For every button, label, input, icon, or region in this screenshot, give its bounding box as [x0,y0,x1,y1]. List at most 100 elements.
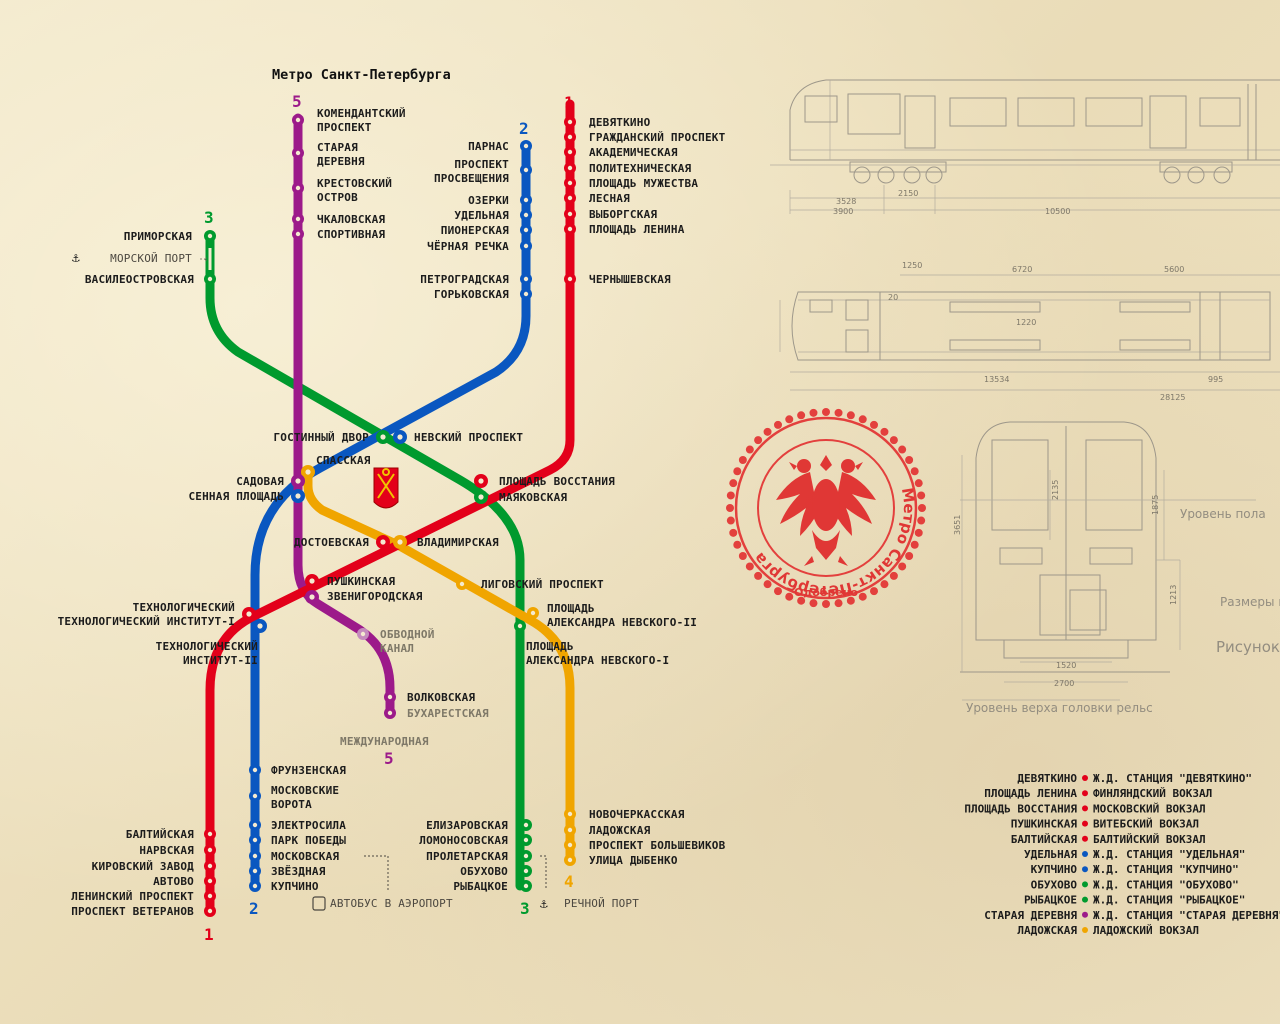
station-label-komendantsky[interactable]: КОМЕНДАНТСКИЙ [317,107,406,120]
station-label-mayakovskaya[interactable]: МАЯКОВСКАЯ [499,491,567,504]
station-label-volkovskaya[interactable]: ВОЛКОВСКАЯ [407,691,475,704]
station-label-pl-an-1[interactable]: АЛЕКСАНДРА НЕВСКОГО-I [526,654,669,667]
blueprint-dim-10500: 10500 [1045,207,1070,216]
station-label-pl-an-1-top[interactable]: ПЛОЩАДЬ [526,640,574,653]
station-dot-centre [252,868,258,874]
station-label-prospekt[interactable]: ПРОСПЕКТ [454,158,509,171]
station-label-obukhovo[interactable]: ОБУХОВО [460,865,508,878]
station-label-ploshchad-lenina[interactable]: ПЛОЩАДЬ ЛЕНИНА [589,223,685,236]
station-label-sennaya-ploshchad[interactable]: СЕННАЯ ПЛОЩАДЬ [188,490,284,503]
station-label-frunzenskaya[interactable]: ФРУНЗЕНСКАЯ [271,764,346,777]
station-label-baltiyskaya[interactable]: БАЛТИЙСКАЯ [126,828,194,841]
station-label-ploshchad-vosstaniya[interactable]: ПЛОЩАДЬ ВОССТАНИЯ [499,475,615,488]
blueprint-figure-label: Рисунок [1216,638,1280,656]
station-label-prospekt-veteranov[interactable]: ПРОСПЕКТ ВЕТЕРАНОВ [71,905,194,918]
legend-line-dot [1082,911,1088,918]
station-label-leninsky-prospekt[interactable]: ЛЕНИНСКИЙ ПРОСПЕКТ [71,890,194,903]
station-label-gorkovskaya[interactable]: ГОРЬКОВСКАЯ [434,288,509,301]
station-label-moskovskaya[interactable]: МОСКОВСКАЯ [271,850,339,863]
station-label-tekhnologichesky-2[interactable]: ИНСТИТУТ-II [183,654,258,667]
line-3-number-bottom: 3 [520,899,530,918]
stamp-tooth [889,436,898,445]
station-label-zvezdnaya[interactable]: ЗВЁЗДНАЯ [271,864,326,878]
station-label-bukharestskaya[interactable]: БУХАРЕСТСКАЯ [407,707,489,720]
station-label-komendantsky-2[interactable]: ПРОСПЕКТ [317,121,372,134]
station-dot-centre [295,117,301,123]
station-label-dostoevskaya[interactable]: ДОСТОЕВСКАЯ [294,536,369,549]
legend-station: КУПЧИНО [1031,863,1078,876]
station-label-prospekt-bolshevikov[interactable]: ПРОСПЕКТ БОЛЬШЕВИКОВ [589,839,726,852]
station-dot-centre [380,434,386,440]
stamp-tooth [898,562,907,571]
station-label-ostrov[interactable]: ОСТРОВ [317,191,358,204]
station-label-chkalovskaya[interactable]: ЧКАЛОВСКАЯ [317,213,385,226]
station-label-grazhdansky[interactable]: ГРАЖДАНСКИЙ ПРОСПЕКТ [589,131,726,144]
station-label-narvskaya[interactable]: НАРВСКАЯ [139,844,194,857]
station-label-avtovo[interactable]: АВТОВО [153,875,194,888]
station-label-vyborgskaya[interactable]: ВЫБОРГСКАЯ [589,208,657,221]
station-label-politekhnicheskaya[interactable]: ПОЛИТЕХНИЧЕСКАЯ [589,162,692,175]
station-label-vasileostrovskaya[interactable]: ВАСИЛЕОСТРОВСКАЯ [85,273,194,286]
station-label-zvenigorodskaya[interactable]: ЗВЕНИГОРОДСКАЯ [327,590,423,603]
station-label-nevsky-prospekt[interactable]: НЕВСКИЙ ПРОСПЕКТ [414,431,523,444]
station-label-mezhdunarodnaya[interactable]: МЕЖДУНАРОДНАЯ [340,735,429,748]
station-label-ozerki[interactable]: ОЗЕРКИ [468,194,509,207]
station-label-chernyshevskaya[interactable]: ЧЕРНЫШЕВСКАЯ [589,273,671,286]
station-label-proletarskaya[interactable]: ПРОЛЕТАРСКАЯ [426,850,508,863]
station-label-sadovaya[interactable]: САДОВАЯ [236,475,284,488]
station-label-pionerskaya[interactable]: ПИОНЕРСКАЯ [441,224,509,237]
station-label-moskovskie[interactable]: МОСКОВСКИЕ [271,784,339,797]
station-label-spasskaya[interactable]: СПАССКАЯ [316,454,371,467]
station-label-tekhnologichesky-1[interactable]: ТЕХНОЛОГИЧЕСКИЙ ИНСТИТУТ-I [58,615,235,628]
station-label-ploshchad-muzhestva[interactable]: ПЛОЩАДЬ МУЖЕСТВА [589,177,698,190]
legend-destination: ВИТЕБСКИЙ ВОКЗАЛ [1093,818,1199,831]
station-label-pl-an-2[interactable]: АЛЕКСАНДРА НЕВСКОГО-II [547,616,697,629]
stamp-seal-ring [726,408,926,608]
station-label-ligovsky-prospekt[interactable]: ЛИГОВСКИЙ ПРОСПЕКТ [481,578,604,591]
station-label-devyatkino[interactable]: ДЕВЯТКИНО [589,116,651,129]
station-label-pl-an-2-top[interactable]: ПЛОЩАДЬ [547,602,595,615]
station-dot-centre [567,211,573,217]
airport-bus-connector [364,855,547,890]
station-label-parnas[interactable]: ПАРНАС [468,140,509,153]
station-label-novocherkasskaya[interactable]: НОВОЧЕРКАССКАЯ [589,808,685,821]
station-label-krestovsky[interactable]: КРЕСТОВСКИЙ [317,177,392,190]
blueprint-dim-3900: 3900 [833,207,853,216]
legend-line-dot [1082,820,1088,827]
station-dot-centre [397,539,403,545]
station-label-petrogradskaya[interactable]: ПЕТРОГРАДСКАЯ [420,273,509,286]
station-label-kupchino[interactable]: КУПЧИНО [271,880,319,893]
station-label-staraya[interactable]: СТАРАЯ [317,141,358,154]
station-dot-centre [309,594,315,600]
station-label-primorskaya[interactable]: ПРИМОРСКАЯ [124,230,192,243]
station-label-chernaya-rechka[interactable]: ЧЁРНАЯ РЕЧКА [427,239,509,253]
station-label-gostiny-dvor[interactable]: ГОСТИННЫЙ ДВОР [273,431,369,444]
station-label-lesnaya[interactable]: ЛЕСНАЯ [589,192,630,205]
station-label-lomonosovskaya[interactable]: ЛОМОНОСОВСКАЯ [419,834,508,847]
station-label-rybatskoe[interactable]: РЫБАЦКОЕ [453,880,508,893]
station-label-park-pobedy[interactable]: ПАРК ПОБЕДЫ [271,834,346,847]
double-headed-eagle-icon [776,455,876,566]
station-dot-centre [387,694,393,700]
station-label-kanal[interactable]: КАНАЛ [380,642,414,655]
stamp-tooth [918,504,926,512]
blueprint-dim-2150: 2150 [898,189,918,198]
station-label-ulitsa-dybenko[interactable]: УЛИЦА ДЫБЕНКО [589,854,678,867]
station-label-udelnaya[interactable]: УДЕЛЬНАЯ [454,209,509,222]
station-label-akademicheskaya[interactable]: АКАДЕМИЧЕСКАЯ [589,146,678,159]
station-dot-centre [478,478,484,484]
legend-destination: Ж.Д. СТАНЦИЯ "СТАРАЯ ДЕРЕВНЯ" [1093,909,1280,922]
station-label-sportivnaya[interactable]: СПОРТИВНАЯ [317,228,385,241]
station-label-elizarovskaya[interactable]: ЕЛИЗАРОВСКАЯ [426,819,508,832]
station-label-obvodny[interactable]: ОБВОДНОЙ [380,628,435,641]
line-2-path [250,141,531,891]
station-label-derevnya[interactable]: ДЕРЕВНЯ [317,155,365,168]
station-label-vladimirskaya[interactable]: ВЛАДИМИРСКАЯ [417,536,499,549]
station-label-elektrosila[interactable]: ЭЛЕКТРОСИЛА [271,819,346,832]
station-label-tekhnologichesky-2-top[interactable]: ТЕХНОЛОГИЧЕСКИЙ [156,640,258,653]
station-label-kirovsky-zavod[interactable]: КИРОВСКИЙ ЗАВОД [92,860,195,873]
station-label-vorota[interactable]: ВОРОТА [271,798,312,811]
station-label-pushkinskaya[interactable]: ПУШКИНСКАЯ [327,575,395,588]
station-label-prosveshcheniya[interactable]: ПРОСВЕЩЕНИЯ [434,172,509,185]
station-label-ladozhskaya[interactable]: ЛАДОЖСКАЯ [589,824,651,837]
